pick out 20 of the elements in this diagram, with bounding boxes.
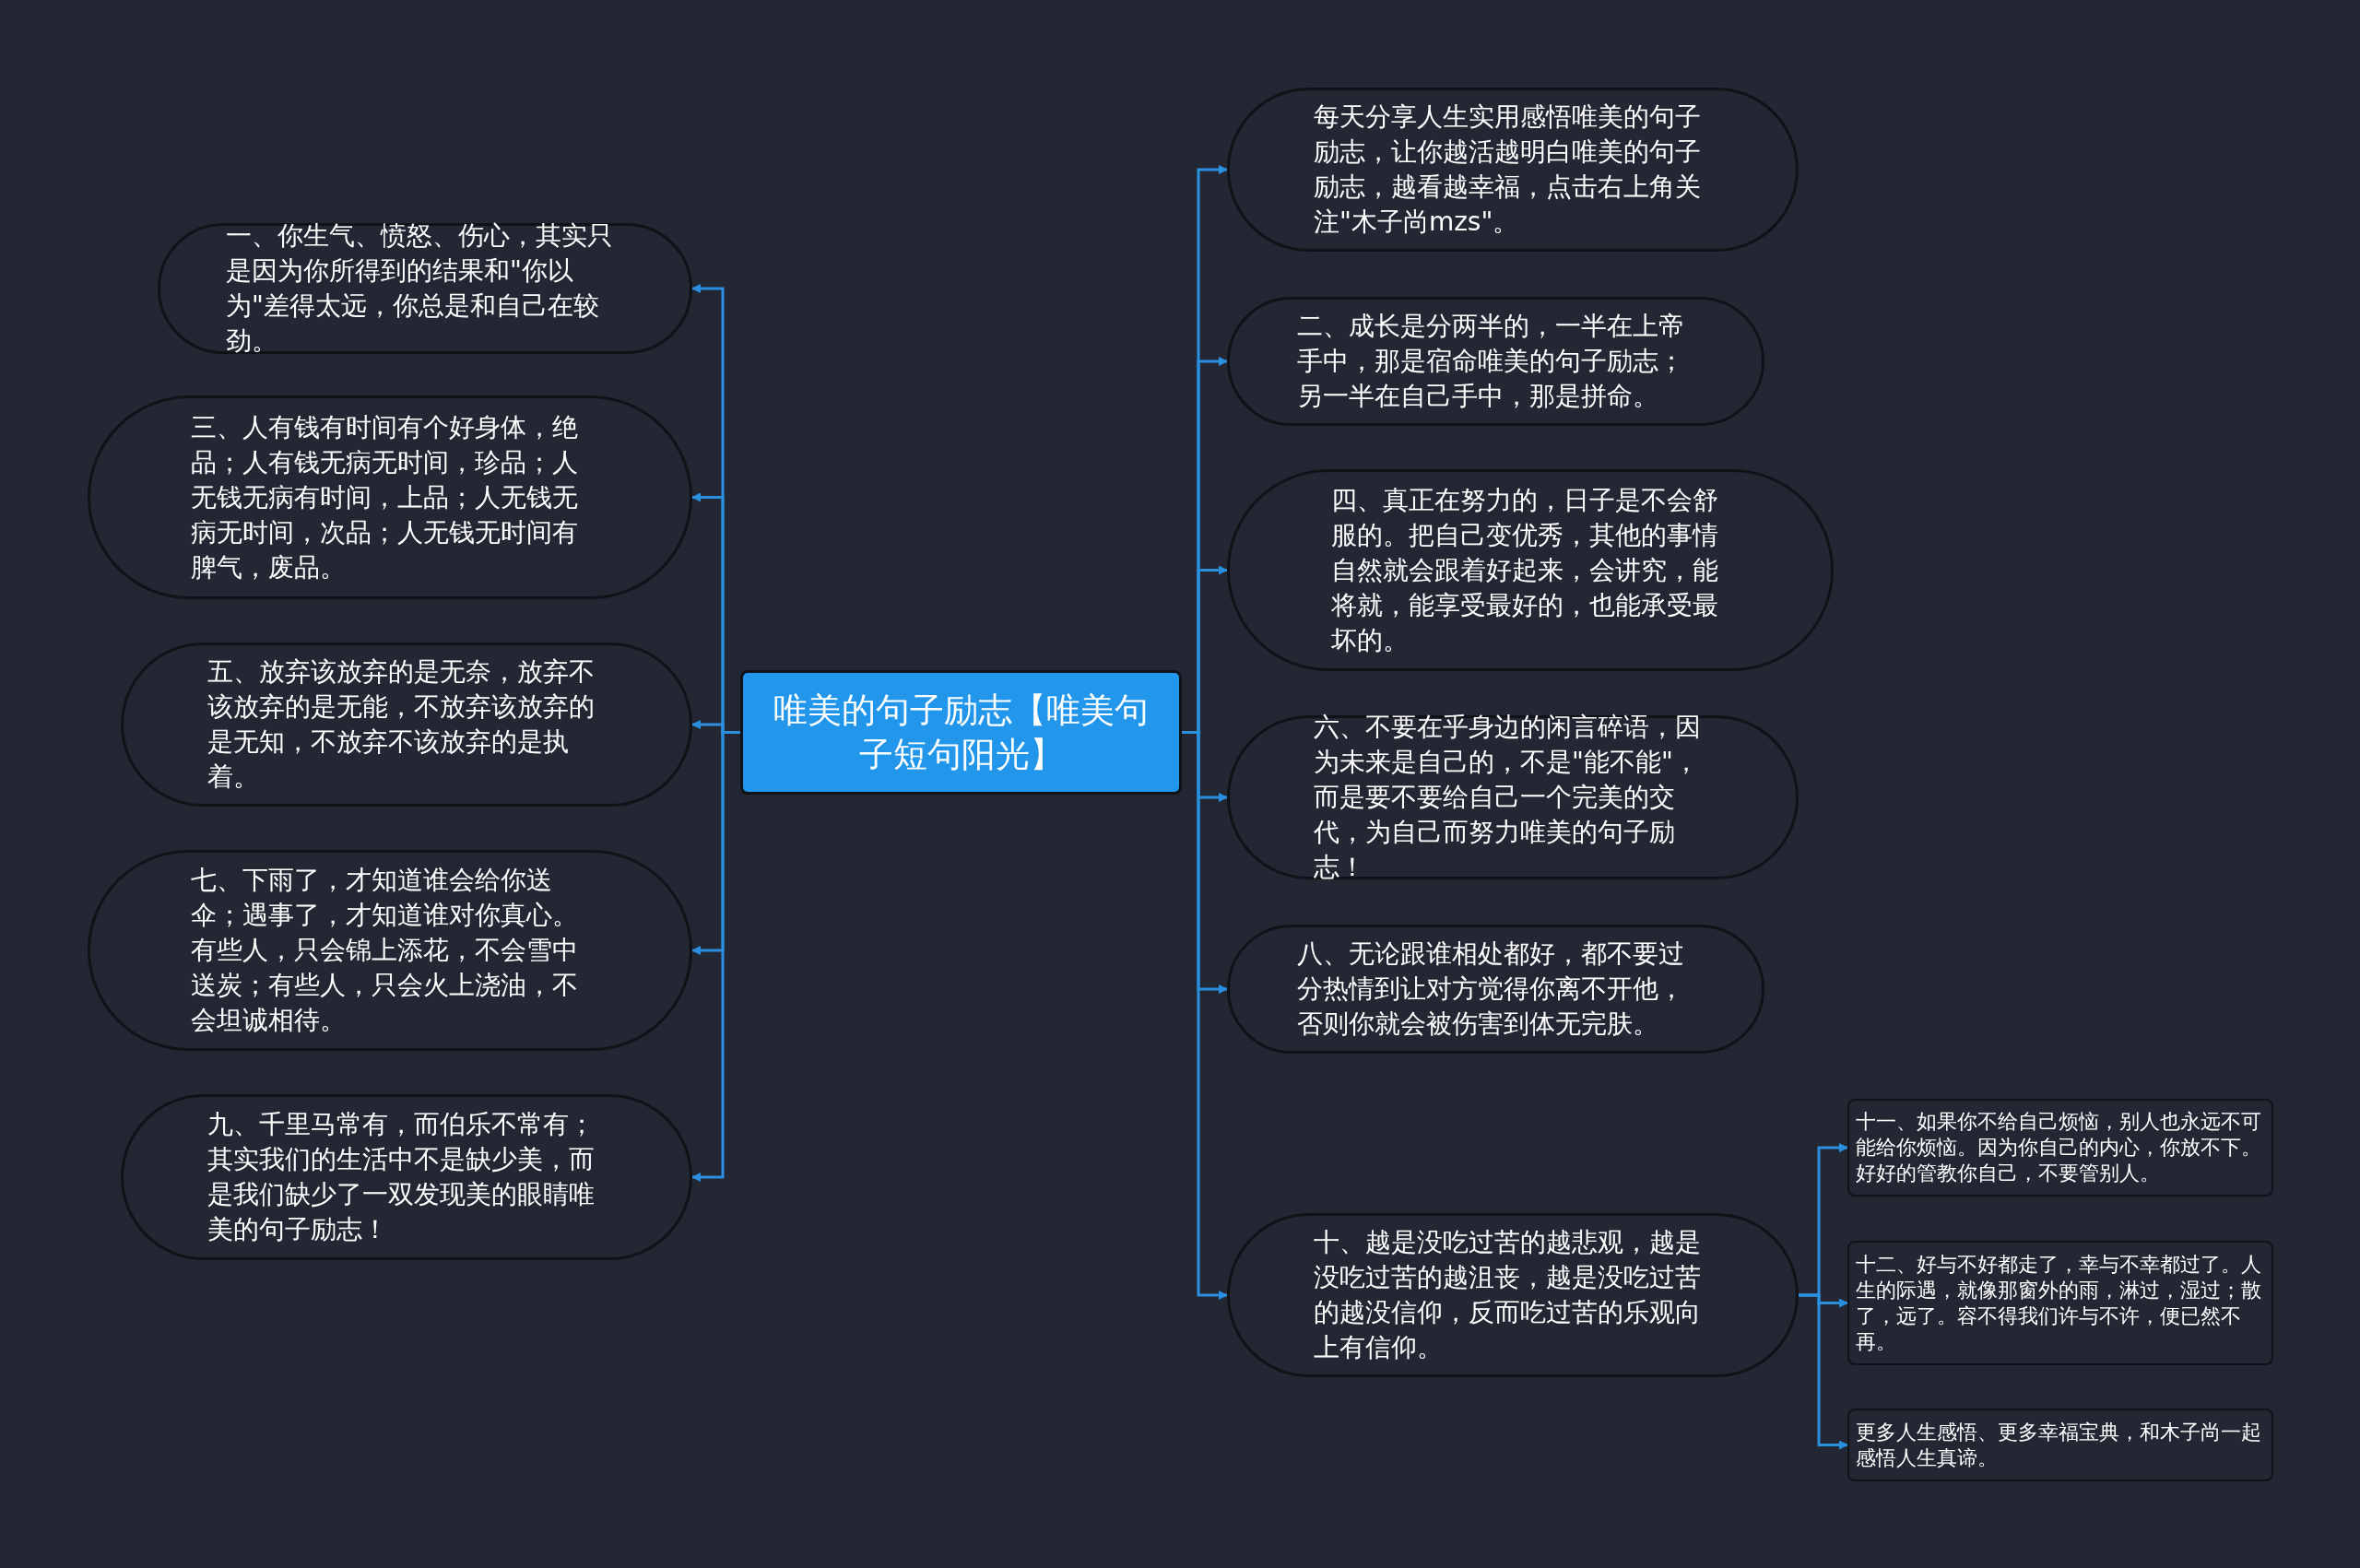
quote-card <box>1847 1409 2273 1481</box>
quote-text: 九、千里马常有，而伯乐不常有；其实我们的生活中不是缺少美，而是我们缺少了一双发现美的眼睛唯美的句子励志！ <box>207 1108 596 1246</box>
quote-card <box>1847 1241 2273 1365</box>
quote-text: 三、人有钱有时间有个好身体，绝品；人有钱无病无时间，珍品；人无钱无病有时间，上品；人无钱无病无时间，次品；人无钱无时间有脾气，废品。 <box>191 410 579 584</box>
quote-text: 五、放弃该放弃的是无奈，放弃不该放弃的是无能，不放弃该放弃的是无知，不放弃不该放弃的是执着。 <box>207 655 596 794</box>
quote-text: 二、成长是分两半的，一半在上帝手中，那是宿命唯美的句子励志；另一半在自己手中，那是拼命。 <box>1296 310 1685 413</box>
quote-text: 四、真正在努力的，日子是不会舒服的。把自己变优秀，其他的事情自然就会跟着好起来，会讲究，能将就，能享受最好的，也能承受最坏的。 <box>1331 483 1719 657</box>
quote-text: 八、无论跟谁相处都好，都不要过分热情到让对方觉得你离不开他，否则你就会被伤害到体无完肤。 <box>1296 937 1685 1041</box>
topic-box <box>740 670 1182 795</box>
quote-text: 一、你生气、愤怒、伤心，其实只是因为你所得到的结果和"你以为"差得太远，你总是和自己在较劲。 <box>226 219 614 358</box>
topic-title: 唯美的句子励志【唯美句子短句阳光】 <box>773 689 1150 776</box>
quote-text: 十二、好与不好都走了，幸与不幸都过了。人生的际遇，就像那窗外的雨，淋过，湿过；散了，远了。容不得我们许与不许，便已然不再。 <box>1856 1251 2262 1355</box>
quote-text: 更多人生感悟、更多幸福宝典，和木子尚一起感悟人生真谛。 <box>1856 1419 2262 1471</box>
quote-card <box>1847 1099 2273 1197</box>
quote-text: 十一、如果你不给自己烦恼，别人也永远不可能给你烦恼。因为你自己的内心，你放不下。好好的管教你自己，不要管别人。 <box>1856 1109 2262 1186</box>
quote-text: 六、不要在乎身边的闲言碎语，因为未来是自己的，不是"能不能"，而是要不要给自己一个完美的交代，为自己而努力唯美的句子励志！ <box>1314 711 1702 884</box>
quote-text: 七、下雨了，才知道谁会给你送伞；遇事了，才知道谁对你真心。有些人，只会锦上添花，不会雪中送炭；有些人，只会火上浇油，不会坦诚相待。 <box>191 864 579 1037</box>
quote-text: 每天分享人生实用感悟唯美的句子励志，让你越活越明白唯美的句子励志，越看越幸福，点击右上角关注"木子尚mzs"。 <box>1314 100 1702 239</box>
quote-text: 十、越是没吃过苦的越悲观，越是没吃过苦的越沮丧，越是没吃过苦的越没信仰，反而吃过苦的乐观向上有信仰。 <box>1314 1226 1702 1364</box>
connector-arrow <box>1799 1293 1848 1450</box>
